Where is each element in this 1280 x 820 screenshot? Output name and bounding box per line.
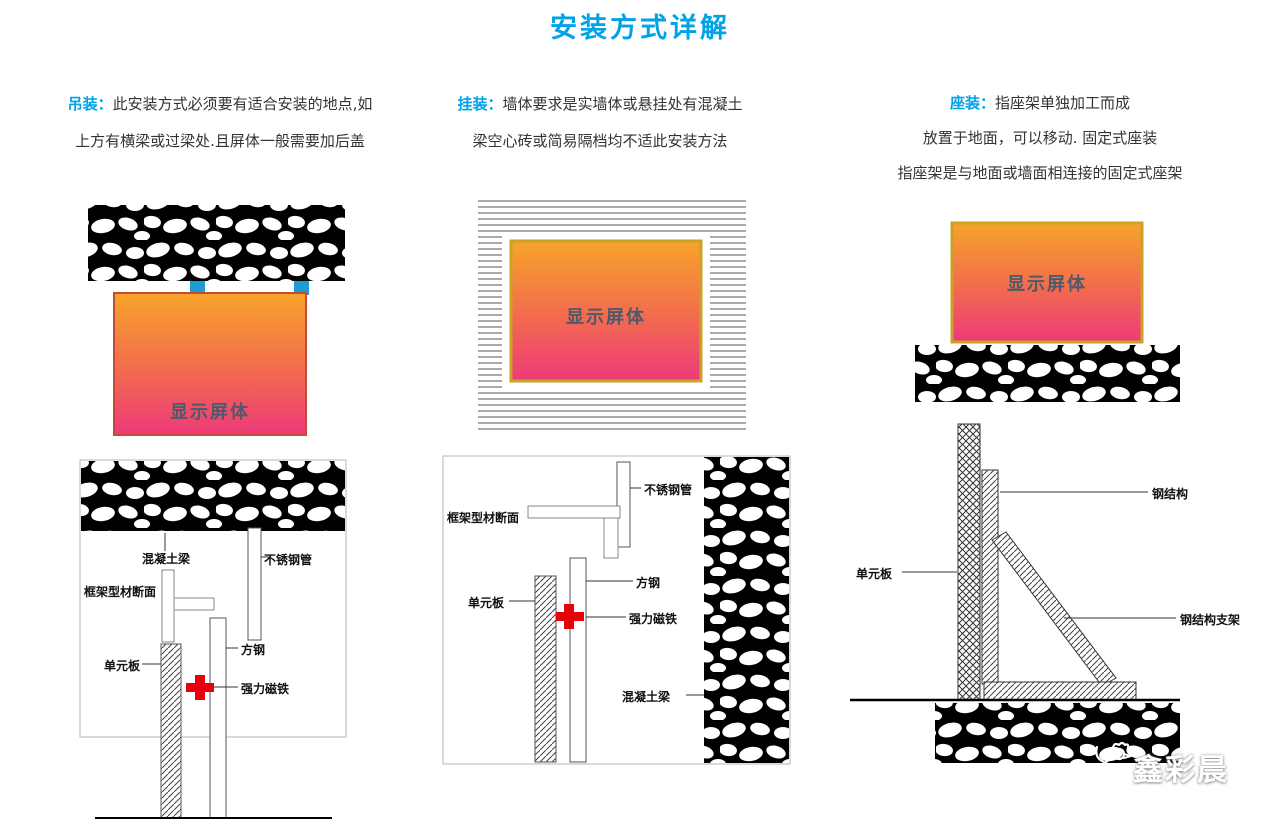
label-magnet: 强力磁铁 bbox=[629, 612, 678, 626]
steel-brace-graphic bbox=[991, 531, 1117, 687]
label-unit-panel: 单元板 bbox=[468, 596, 505, 610]
seat-detail-diagram bbox=[850, 423, 1180, 763]
wallmount-detail-diagram bbox=[442, 455, 791, 765]
label-steel-structure: 钢结构 bbox=[1152, 487, 1189, 501]
hanging-detail-diagram bbox=[79, 459, 347, 819]
section-wallmount-heading: 挂装： bbox=[457, 95, 503, 113]
steel-structure-graphic bbox=[981, 469, 999, 685]
label-frame-profile: 框架型材断面 bbox=[447, 511, 520, 525]
steel-tube-graphic bbox=[616, 461, 631, 548]
steel-foot-graphic bbox=[983, 681, 1137, 701]
section-seatmount-description: 座装：指座架单独加工而成 放置于地面，可以移动. 固定式座装 指座架是与地面或墙… bbox=[850, 86, 1230, 191]
page-title: 安装方式详解 bbox=[550, 13, 730, 44]
hanger-connector-left bbox=[190, 281, 205, 295]
concrete-base-graphic bbox=[915, 345, 1180, 402]
label-square-steel: 方钢 bbox=[636, 576, 661, 590]
seat-top-diagram bbox=[915, 221, 1180, 402]
section-wallmount-line1: 墙体要求是实墙体或悬挂处有混凝土 bbox=[502, 95, 743, 113]
label-unit-panel: 单元板 bbox=[104, 659, 141, 673]
screen-body-label: 显示屏体 bbox=[1007, 274, 1087, 295]
detail-frame bbox=[442, 455, 791, 765]
section-seatmount-line3: 指座架是与地面或墙面相连接的固定式座架 bbox=[897, 164, 1183, 182]
unit-panel-graphic bbox=[160, 643, 182, 819]
screen-body-label: 显示屏体 bbox=[170, 402, 250, 423]
label-square-steel: 方钢 bbox=[241, 643, 266, 657]
display-screen-graphic bbox=[509, 239, 703, 383]
frame-profile-graphic bbox=[527, 505, 621, 519]
logo-rooster-icon bbox=[1095, 741, 1133, 782]
label-steel-support: 钢结构支架 bbox=[1180, 613, 1241, 627]
frame-profile-graphic bbox=[161, 569, 175, 643]
hanger-connector-right bbox=[294, 281, 309, 295]
section-hanging-line2: 上方有横梁或过梁处.且屏体一般需要加后盖 bbox=[75, 132, 365, 150]
section-seatmount-line2: 放置于地面，可以移动. 固定式座装 bbox=[922, 129, 1158, 147]
section-hanging-heading: 吊装： bbox=[67, 95, 113, 113]
frame-profile-graphic bbox=[603, 517, 619, 559]
square-steel-graphic bbox=[569, 557, 587, 763]
section-seatmount-heading: 座装： bbox=[949, 94, 995, 112]
concrete-beam-graphic bbox=[88, 205, 345, 281]
frame-profile-graphic bbox=[173, 597, 215, 611]
label-frame-profile: 框架型材断面 bbox=[84, 585, 157, 599]
concrete-beam-graphic bbox=[81, 461, 345, 531]
square-steel-graphic bbox=[209, 617, 227, 819]
magnet-graphic bbox=[556, 604, 584, 629]
label-steel-tube: 不锈钢管 bbox=[644, 483, 693, 497]
wallmount-top-diagram bbox=[478, 200, 746, 432]
steel-tube-graphic bbox=[247, 527, 262, 641]
label-concrete-beam: 混凝土梁 bbox=[622, 690, 671, 704]
section-seatmount-line1: 指座架单独加工而成 bbox=[995, 94, 1131, 112]
label-steel-tube: 不锈钢管 bbox=[264, 553, 313, 567]
unit-panel-graphic bbox=[534, 575, 557, 763]
display-screen-graphic bbox=[950, 221, 1144, 344]
label-unit-panel: 单元板 bbox=[856, 567, 893, 581]
section-wallmount-description: 挂装：墙体要求是实墙体或悬挂处有混凝土 梁空心砖或简易隔档均不适此安装方法 bbox=[425, 86, 775, 160]
display-screen-graphic bbox=[113, 292, 307, 436]
magnet-graphic bbox=[186, 675, 214, 700]
hanging-top-diagram bbox=[88, 205, 345, 436]
concrete-base-graphic bbox=[935, 703, 1180, 763]
section-hanging-line1: 此安装方式必须要有适合安装的地点,如 bbox=[112, 95, 373, 113]
unit-panel-graphic bbox=[957, 423, 981, 701]
concrete-beam-graphic bbox=[704, 457, 789, 763]
screen-body-label: 显示屏体 bbox=[566, 307, 646, 328]
label-magnet: 强力磁铁 bbox=[241, 682, 290, 696]
section-wallmount-line2: 梁空心砖或简易隔档均不适此安装方法 bbox=[472, 132, 728, 150]
section-hanging-description: 吊装：此安装方式必须要有适合安装的地点,如 上方有横梁或过梁处.且屏体一般需要加… bbox=[40, 86, 400, 160]
label-concrete-beam: 混凝土梁 bbox=[142, 552, 191, 566]
logo-text: 鑫彩晨 bbox=[1133, 753, 1229, 788]
